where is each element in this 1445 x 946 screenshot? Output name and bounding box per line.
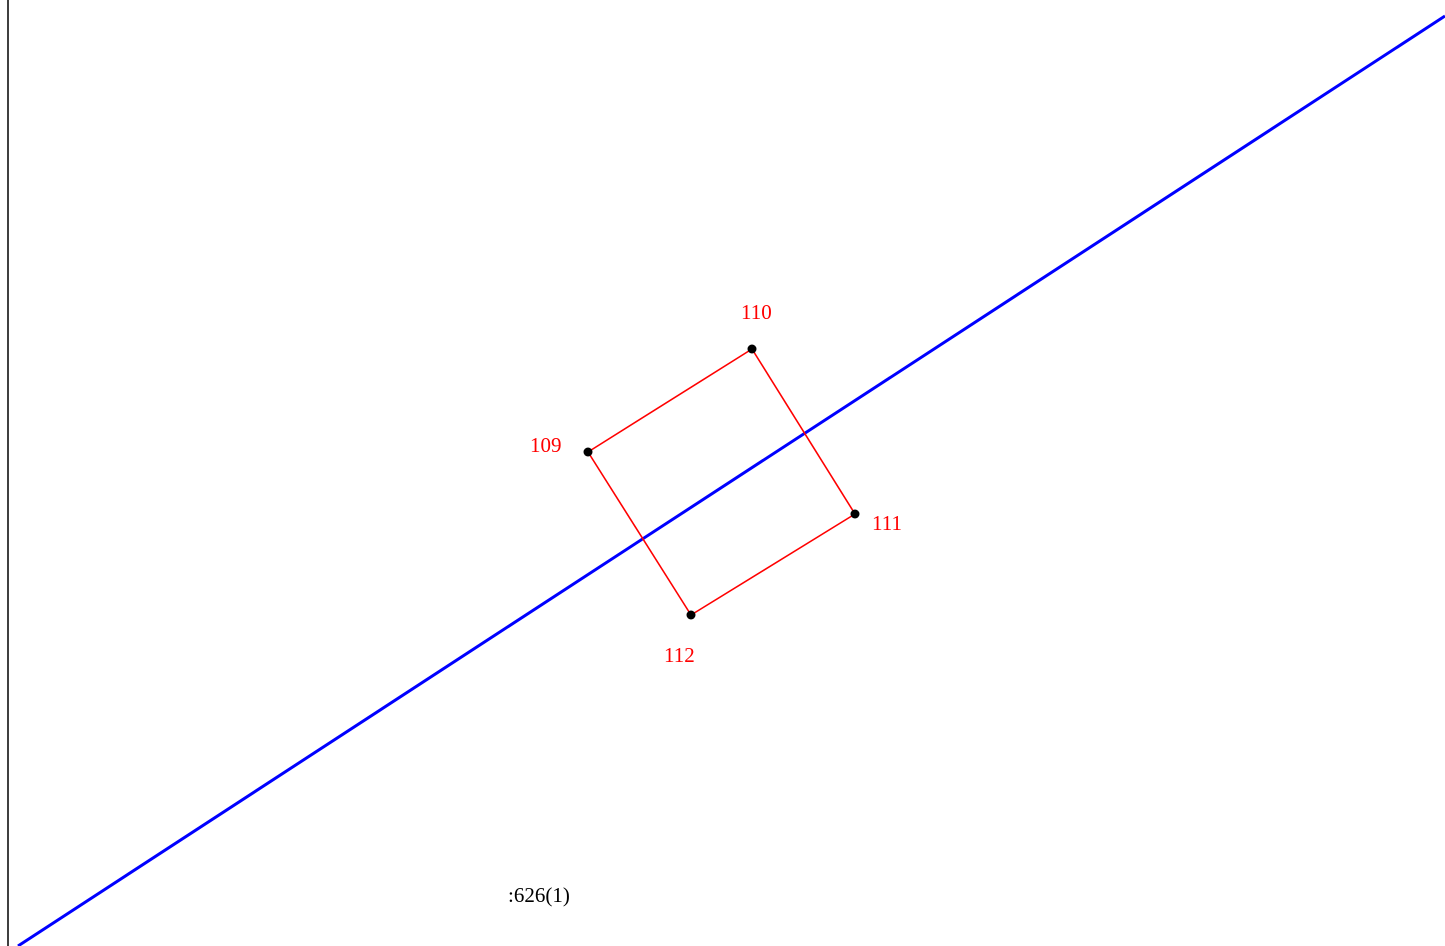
parcel-label: :626(1)	[508, 883, 570, 907]
edge-109-110	[587, 348, 753, 453]
edge-111-112	[690, 513, 856, 616]
point-label-110: 110	[741, 300, 772, 324]
parcel-edges	[587, 348, 856, 616]
boundary-line	[17, 14, 1445, 946]
point-marker-112	[686, 610, 696, 620]
point-marker-111	[850, 509, 860, 519]
point-marker-110	[747, 344, 757, 354]
point-label-109: 109	[530, 433, 562, 457]
point-markers	[583, 344, 860, 620]
edge-110-111	[751, 348, 856, 515]
edge-112-109	[587, 451, 692, 616]
point-label-112: 112	[664, 643, 695, 667]
point-marker-109	[583, 447, 593, 457]
point-label-111: 111	[872, 511, 902, 535]
